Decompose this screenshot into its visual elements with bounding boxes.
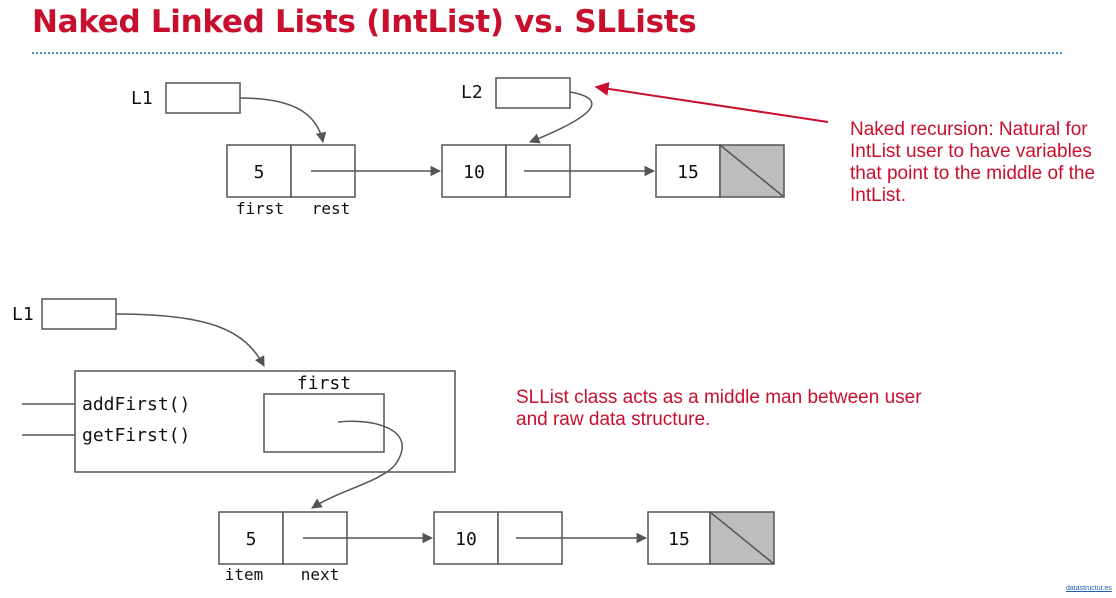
sllist-node-5-value: 5 — [246, 529, 257, 550]
sllist-middle-man-note: SLList class acts as a middle man betwee… — [516, 387, 922, 430]
node-15-value: 15 — [677, 162, 699, 183]
footer-link[interactable]: datastructur.es — [1066, 585, 1112, 592]
sllist-first-box — [263, 393, 385, 453]
node-5-value-cell — [226, 144, 292, 198]
var-l2-box — [495, 77, 571, 109]
node-5-value: 5 — [254, 162, 265, 183]
field-next-label: next — [301, 565, 340, 584]
sllist-var-l1-box — [41, 298, 117, 330]
sllist-node-10-item-cell — [433, 511, 499, 565]
l1-pointer-arrow — [239, 97, 327, 144]
intlist-diagram: L1 L2 5 first rest 10 15 — [131, 77, 829, 218]
node-15-null-slash — [719, 144, 785, 198]
method-getfirst: getFirst() — [82, 425, 190, 446]
slide-title: Naked Linked Lists (IntList) vs. SLLists — [32, 4, 697, 40]
method-addfirst: addFirst() — [82, 394, 190, 415]
sllist-node-15-item-cell — [647, 511, 711, 565]
field-item-label: item — [225, 565, 264, 584]
sllist-diagram: L1 addFirst() getFirst() first 5 item ne… — [12, 298, 775, 584]
field-rest-label: rest — [312, 199, 351, 218]
node-15-value-cell — [655, 144, 721, 198]
field-first-label: first — [236, 199, 284, 218]
sllist-first-pointer-arrow — [311, 420, 403, 509]
sllist-field-first-label: first — [297, 373, 351, 394]
node-10-value: 10 — [463, 162, 485, 183]
sllist-l1-pointer-arrow — [115, 313, 265, 367]
naked-recursion-note: Naked recursion: Natural for IntList use… — [850, 119, 1096, 206]
var-l1-box — [165, 82, 241, 114]
l2-pointer-arrow — [529, 91, 593, 144]
sllist-node-10-value: 10 — [455, 529, 477, 550]
var-l2-label: L2 — [461, 82, 483, 103]
title-divider — [32, 52, 1062, 54]
var-l1-label: L1 — [131, 88, 153, 109]
sllist-node-5-item-cell — [218, 511, 284, 565]
sllist-var-l1-label: L1 — [12, 304, 34, 325]
annotation-arrow — [594, 81, 829, 123]
sllist-node-15-null-slash — [709, 511, 775, 565]
sllist-node-15-value: 15 — [668, 529, 690, 550]
